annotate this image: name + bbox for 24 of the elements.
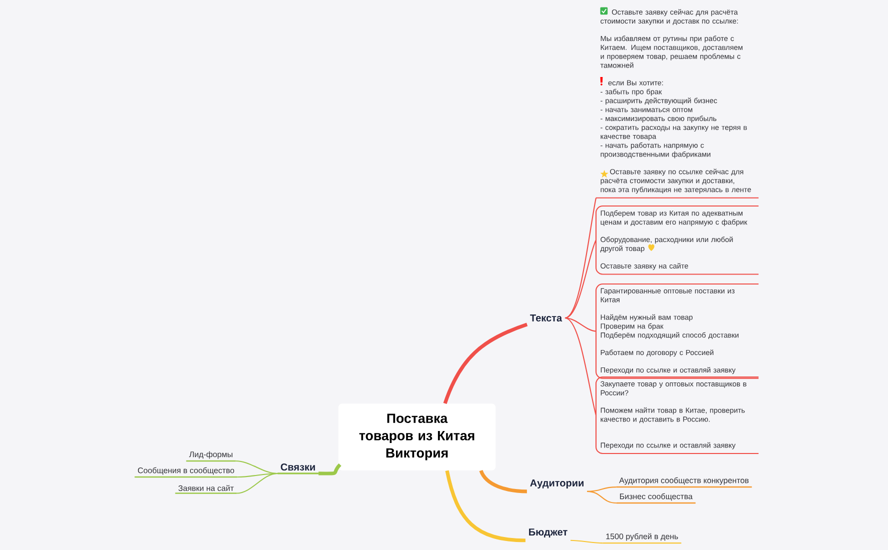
topic-label: Текста bbox=[530, 314, 562, 322]
connector bbox=[564, 240, 596, 318]
topic-label: Аудитории bbox=[530, 480, 584, 488]
topic-label: Бюджет bbox=[529, 528, 568, 538]
central-topic-box: Поставка товаров из Китая Виктория bbox=[338, 404, 496, 470]
connector bbox=[564, 317, 596, 332]
connector bbox=[445, 470, 526, 542]
subtopic-label: Аудитория сообществ конкурентов bbox=[616, 477, 752, 488]
connector bbox=[236, 472, 278, 494]
connector bbox=[587, 490, 616, 504]
connector bbox=[570, 540, 603, 544]
subtopic-label: Заявки на сайт bbox=[175, 485, 237, 494]
connector bbox=[318, 463, 342, 476]
subtopic-label: 1500 рублей в день bbox=[602, 533, 682, 544]
connector bbox=[564, 318, 597, 416]
topic-label: Связки bbox=[277, 463, 319, 474]
connector bbox=[443, 322, 528, 404]
subtopic-label: Лид-формы bbox=[186, 451, 236, 462]
connector bbox=[236, 460, 278, 474]
connector bbox=[237, 472, 278, 478]
subtopic-label: Бизнес сообщества bbox=[616, 493, 696, 504]
subtopic-label: Сообщения в сообщество bbox=[134, 467, 238, 478]
connector bbox=[479, 470, 527, 494]
connector bbox=[564, 198, 597, 318]
